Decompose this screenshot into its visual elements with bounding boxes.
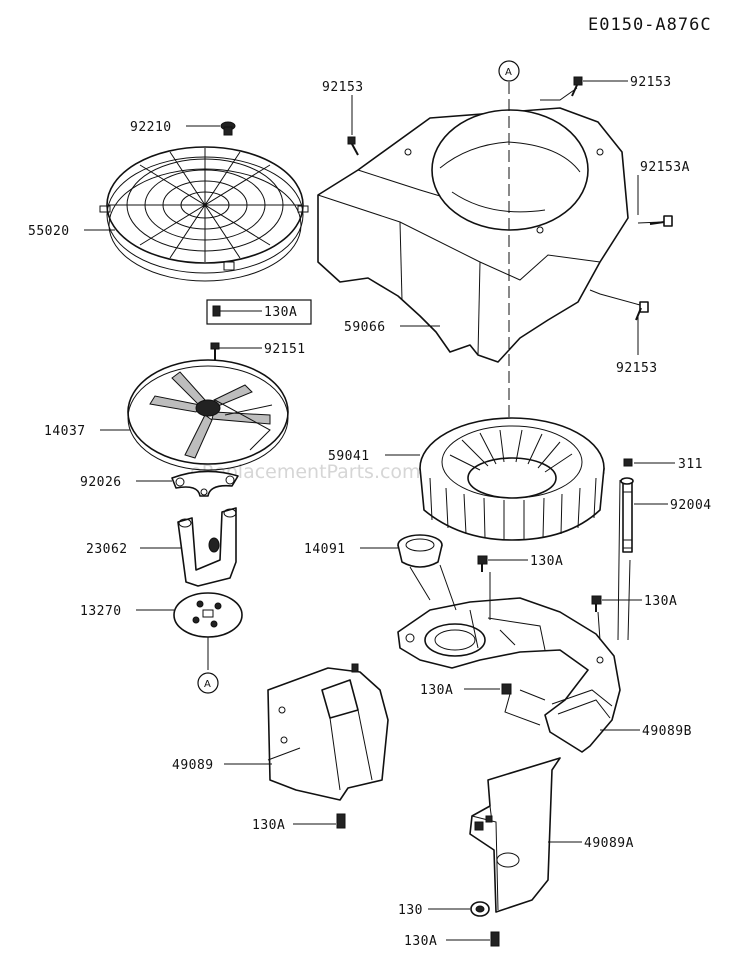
label-92153-right: 92153	[616, 361, 658, 376]
watermark: eReplacementParts.com	[190, 461, 421, 483]
screw-92210-icon	[220, 121, 236, 136]
label-49089b: 49089B	[642, 724, 692, 739]
assembly-line-2	[504, 689, 546, 726]
label-130a-lower-left: 130A	[252, 818, 285, 833]
label-55020: 55020	[28, 224, 70, 239]
label-92153-top-right: 92153	[630, 75, 672, 90]
nut-311-icon	[623, 458, 633, 467]
label-92004: 92004	[670, 498, 712, 513]
spacer-14091[interactable]	[397, 534, 443, 568]
fan-14037[interactable]	[127, 359, 289, 471]
label-92210: 92210	[130, 120, 172, 135]
svg-text:A: A	[204, 679, 211, 690]
label-92026: 92026	[80, 475, 122, 490]
plate-13270[interactable]	[173, 592, 243, 638]
label-14037: 14037	[44, 424, 86, 439]
bolt-130a-center-icon	[501, 683, 512, 695]
label-130a-center: 130A	[420, 683, 453, 698]
label-130a-bottom: 130A	[404, 934, 437, 949]
baffle-49089b[interactable]	[397, 597, 621, 753]
label-59066: 59066	[344, 320, 386, 335]
bolt-130a-mid-icon	[477, 555, 488, 572]
label-92153-top-left: 92153	[322, 80, 364, 95]
bolt-92153-right-icon	[635, 301, 649, 321]
ref-marker-a-bottom: A	[197, 672, 219, 694]
label-130a-right: 130A	[644, 594, 677, 609]
ref-marker-a-top: A	[498, 60, 520, 82]
diagram-reference-code: E0150-A876C	[588, 15, 712, 35]
washer-130-icon	[470, 901, 490, 917]
bolt-92153-top-left-icon	[347, 136, 359, 156]
shroud-59066[interactable]	[317, 107, 629, 363]
label-311: 311	[678, 457, 703, 472]
bolt-130a-right-icon	[591, 595, 602, 612]
label-130: 130	[398, 903, 423, 918]
label-49089a: 49089A	[584, 836, 634, 851]
bracket-23062[interactable]	[177, 507, 237, 587]
bolt-92153a-icon	[649, 215, 673, 227]
bolt-130a-bottom-icon	[490, 931, 500, 947]
label-130a-mid: 130A	[530, 554, 563, 569]
label-59041: 59041	[328, 449, 370, 464]
bolt-130a-lower-left-icon	[336, 813, 346, 829]
label-14091: 14091	[304, 542, 346, 557]
assembly-line-1	[409, 479, 631, 641]
label-92153a: 92153A	[640, 160, 690, 175]
washer-92026[interactable]	[171, 470, 239, 497]
cover-49089[interactable]	[267, 663, 389, 801]
screen-55020[interactable]	[99, 146, 309, 282]
leader-lines	[84, 80, 675, 941]
label-23062: 23062	[86, 542, 128, 557]
legend-box-130a: 130A	[206, 299, 312, 325]
svg-text:A: A	[505, 67, 512, 78]
pin-92004[interactable]	[620, 477, 634, 553]
label-13270: 13270	[80, 604, 122, 619]
bolt-92153-top-right-icon	[571, 76, 583, 97]
label-49089: 49089	[172, 758, 214, 773]
flywheel-59041[interactable]	[419, 417, 605, 541]
guard-49089a[interactable]	[469, 757, 561, 913]
label-92151: 92151	[264, 342, 306, 357]
label-130a-boxed: 130A	[264, 305, 297, 320]
bolt-92151-icon	[210, 342, 220, 360]
